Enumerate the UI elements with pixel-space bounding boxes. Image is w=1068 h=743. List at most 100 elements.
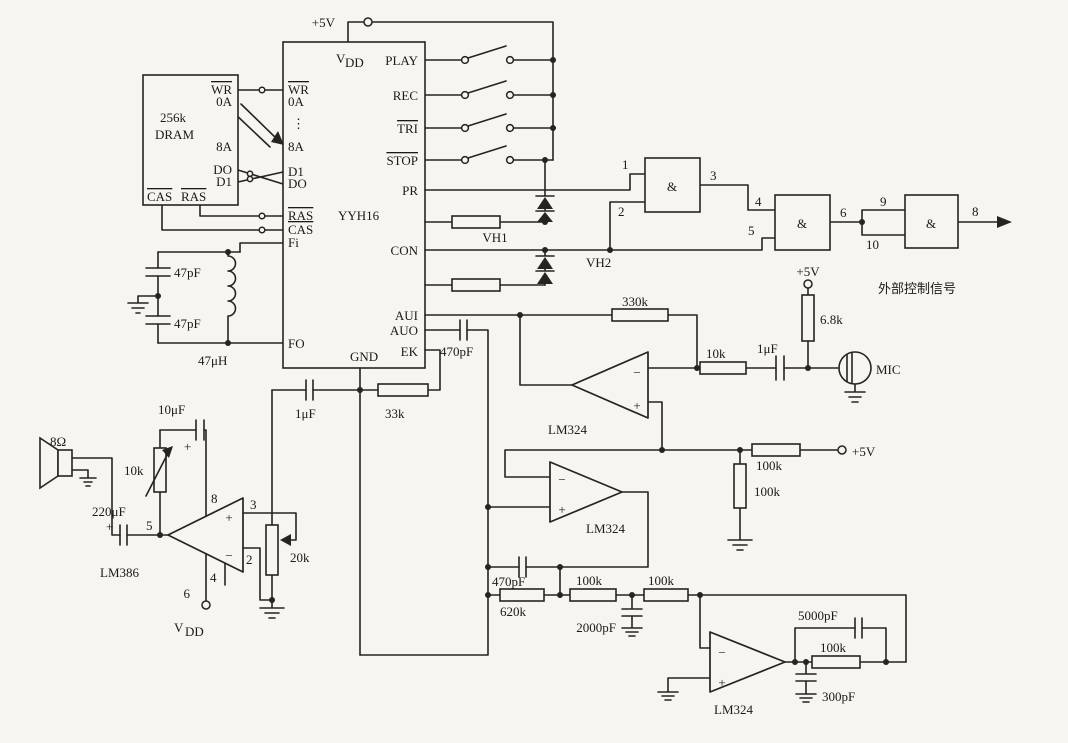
opamp2-body [549, 461, 623, 523]
resistor-33k-label: 33k [385, 406, 405, 421]
junction-dot [737, 447, 743, 453]
switch-contact [505, 90, 515, 100]
resistor-6k8 [801, 294, 815, 342]
connector-circle [258, 212, 266, 220]
chip-pin-auo: AUO [390, 323, 418, 338]
pot-10k-label: 10k [124, 463, 144, 478]
junction-dot [542, 247, 548, 253]
diode-vh1-a [537, 197, 553, 209]
lm386-pin5: 5 [146, 518, 153, 533]
coupling-network: 1μF 33k 470pF [271, 319, 489, 656]
gate1-out-wire [699, 184, 776, 211]
vcc-top-label: +5V [312, 15, 336, 30]
resistor-6k8-label: 6.8k [820, 312, 843, 327]
connector-circle [258, 226, 266, 234]
opamp3-minus: − [718, 645, 725, 660]
pin-number-5: 5 [748, 223, 755, 238]
status-diodes: VH1 VH2 [424, 159, 611, 292]
switch-contact [460, 55, 470, 65]
opamp1-label: LM324 [548, 422, 588, 437]
junction-dot [485, 592, 491, 598]
connector-circle [258, 86, 266, 94]
opamp1-minus: − [633, 365, 640, 380]
bias-shunt-wire [727, 449, 753, 551]
pin2-wire [242, 547, 273, 601]
chip-pin-tri: TRI [397, 121, 418, 136]
pin-number-9: 9 [880, 194, 887, 209]
pin-number-8: 8 [972, 204, 979, 219]
cap-470pf-label: 470pF [492, 574, 525, 589]
resistor-100k-series-label: 100k [756, 458, 783, 473]
diode-vh2-b [537, 272, 553, 284]
opamp3-label: LM324 [714, 702, 754, 717]
control-switches [424, 45, 554, 165]
cap-47pf-top-label: 47pF [174, 265, 201, 280]
resistor-100k-shunt [733, 463, 747, 509]
junction-dot [607, 247, 613, 253]
osc-ground [127, 295, 159, 314]
cap-47pf-top-plates [145, 267, 171, 277]
gate1-in2-wire [609, 201, 646, 251]
vdd-label-sub: DD [185, 624, 204, 639]
junction-dot [883, 659, 889, 665]
opamp2-minus: − [558, 472, 565, 487]
lm386-minus: − [225, 548, 232, 563]
resistor-vh1 [451, 215, 501, 229]
pin-number-1: 1 [622, 157, 629, 172]
resistor-33k [377, 383, 429, 397]
cap-470pf-auo-plates [459, 319, 468, 341]
opamp1-out-wire [519, 314, 573, 386]
dram-pin-ras: RAS [181, 189, 206, 204]
resistor-100k-a-label: 100k [576, 573, 603, 588]
resistor-10k-mic [699, 361, 747, 375]
cap-1uf-plates [305, 379, 314, 401]
oscillator: 47pF 47pF 47μH [127, 242, 284, 368]
gate3-body [904, 194, 959, 249]
chip-pin-con: CON [391, 243, 419, 258]
dram-size-label: 256k [160, 110, 187, 125]
bias-wire [504, 449, 839, 478]
pr-wire [424, 173, 646, 191]
junction-dots [155, 57, 889, 665]
resistor-620k-label: 620k [500, 604, 527, 619]
cap-5000pf-plates [854, 617, 863, 639]
mic-label: MIC [876, 362, 901, 377]
vcc-bias-terminal [837, 445, 847, 455]
pin-number-4: 4 [755, 194, 762, 209]
dram-name-label: DRAM [155, 127, 194, 142]
resistor-100k-shunt-label: 100k [754, 484, 781, 499]
vdd-label: V [174, 620, 184, 635]
junction-dot [792, 659, 798, 665]
junction-dot [155, 293, 161, 299]
dram-pin-wr: WR [211, 82, 232, 97]
diode-vh1-b [537, 212, 553, 222]
chip-pin-stop: STOP [386, 153, 418, 168]
cap-2000pf-label: 2000pF [576, 620, 616, 635]
mic-body [838, 351, 872, 385]
opamp2-plus: + [558, 502, 565, 517]
cap-300pf-label: 300pF [822, 689, 855, 704]
dram-pin-cas: CAS [147, 189, 172, 204]
vcc-rail-wire [347, 21, 554, 161]
chip-pin-cas: CAS [288, 222, 313, 237]
chip-pin-play: PLAY [385, 53, 418, 68]
chip-pin-ek: EK [401, 344, 419, 359]
cap-2000pf-wire [621, 594, 643, 637]
lm386-pin3: 3 [250, 497, 257, 512]
output-arrowhead [997, 216, 1012, 228]
junction-dot [859, 219, 865, 225]
dram-pin-d1: D1 [216, 174, 232, 189]
gate2-body [774, 194, 831, 251]
cap-220uf-label: 220μF [92, 504, 126, 519]
junction-dot [225, 340, 231, 346]
connector-circle [246, 175, 254, 183]
switch-contact [460, 155, 470, 165]
cap-1uf-label: 1μF [295, 406, 316, 421]
diode-vh2-a [537, 257, 553, 269]
chip-pin-ras: RAS [288, 208, 313, 223]
pot-20k-label: 20k [290, 550, 310, 565]
address-bus [232, 103, 280, 148]
junction-dot [694, 365, 700, 371]
